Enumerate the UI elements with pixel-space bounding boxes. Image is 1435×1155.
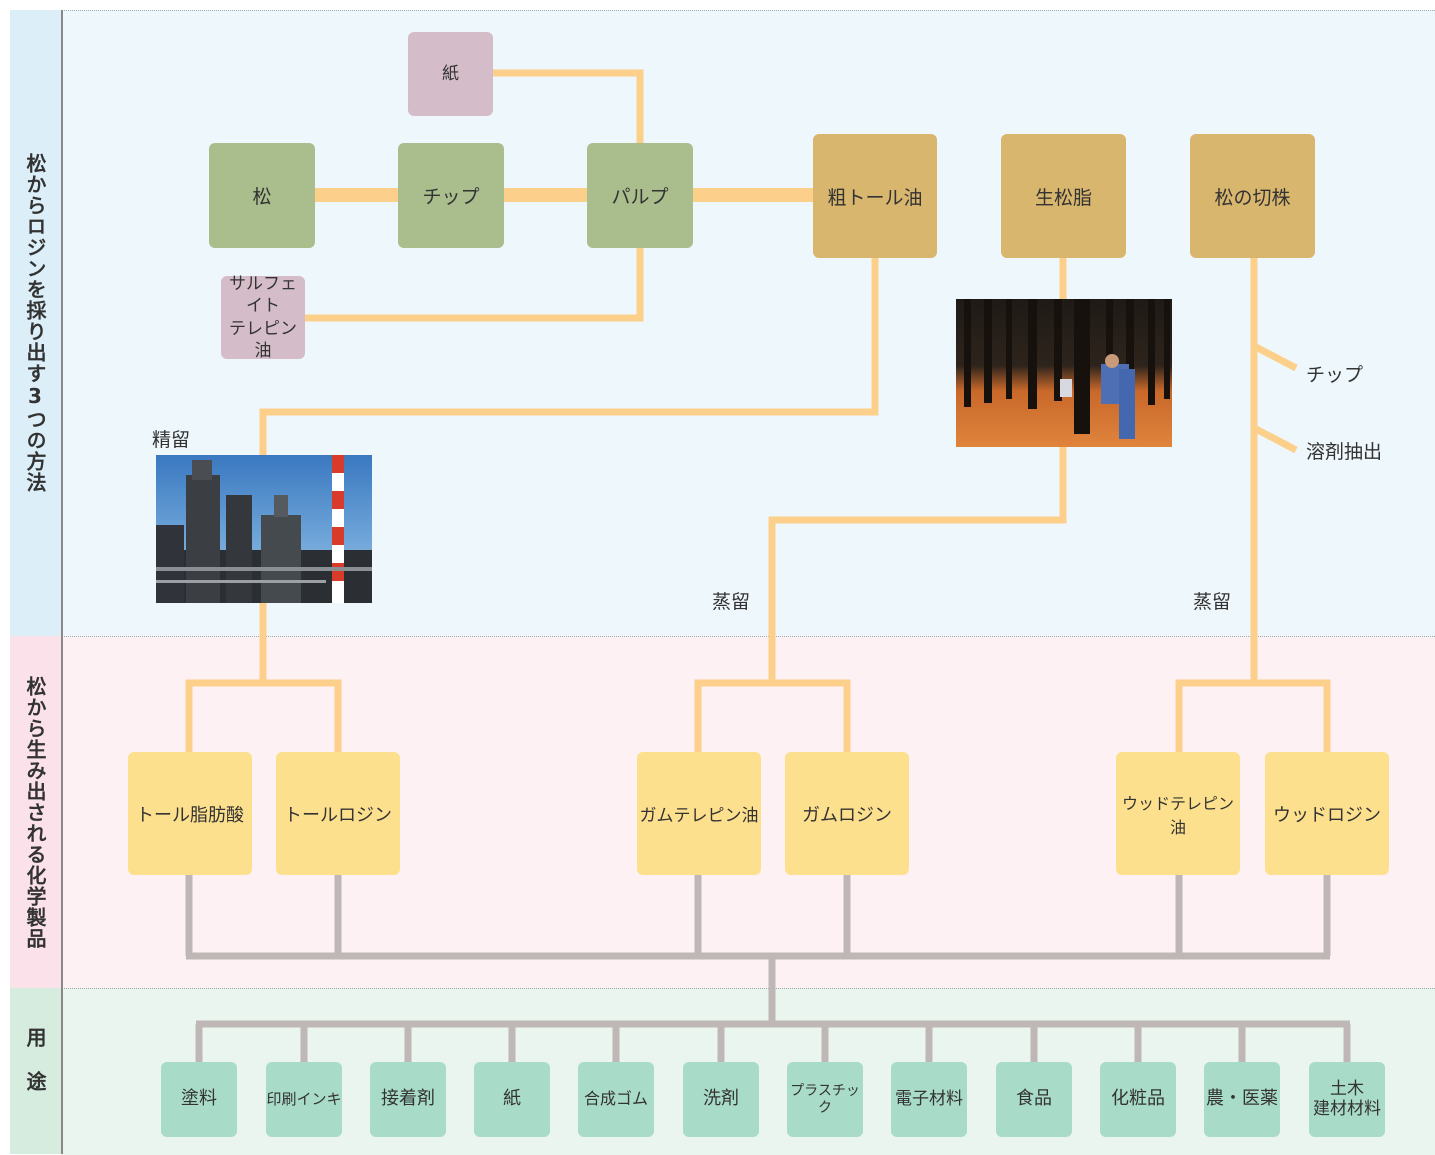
use-detergent: 洗剤 — [683, 1062, 759, 1137]
use-food: 食品 — [996, 1062, 1072, 1137]
box-sulfite-turpentine: サルフェイト テレピン油 — [221, 274, 305, 361]
use-civil-building-materials: 土木 建材材料 — [1309, 1062, 1385, 1137]
section-title-methods: 松からロジンを採り出す3つの方法 — [23, 153, 47, 493]
pine-forest-tapping-photo — [956, 299, 1172, 447]
box-pine: 松 — [209, 143, 315, 248]
section-title-uses: 用途 — [23, 1027, 47, 1115]
label-refining: 精留 — [152, 429, 191, 451]
section-label-uses: 用途 — [10, 988, 63, 1154]
section-label-methods: 松からロジンを採り出す3つの方法 — [10, 10, 63, 636]
label-solvent-extraction: 溶剤抽出 — [1306, 441, 1383, 463]
label-distill-gum: 蒸留 — [712, 591, 751, 613]
use-printing-ink: 印刷インキ — [266, 1062, 342, 1137]
use-agro-pharma: 農・医薬 — [1204, 1062, 1280, 1137]
use-paint: 塗料 — [161, 1062, 237, 1137]
label-chip: チップ — [1306, 364, 1364, 386]
use-plastic: プラスチック — [787, 1062, 863, 1137]
box-raw-resin: 生松脂 — [1001, 134, 1126, 258]
flow-lines — [185, 69, 1331, 755]
box-crude-tall-oil: 粗トール油 — [813, 134, 937, 258]
product-tall-fatty-acid: トール脂肪酸 — [128, 752, 252, 875]
use-adhesive: 接着剤 — [370, 1062, 446, 1137]
label-distill-wood: 蒸留 — [1193, 591, 1232, 613]
pulp-sulfite-line — [304, 247, 644, 322]
product-gum-rosin: ガムロジン — [785, 752, 909, 875]
box-pulp: パルプ — [587, 143, 693, 248]
box-pine-stump: 松の切株 — [1190, 134, 1315, 258]
use-cosmetics: 化粧品 — [1100, 1062, 1176, 1137]
product-wood-turpentine: ウッドテレピン油 — [1116, 752, 1240, 875]
chip-branch-line — [1252, 342, 1298, 372]
solvent-branch-line — [1252, 424, 1298, 454]
gum-line — [768, 446, 1067, 683]
product-tall-rosin: トールロジン — [276, 752, 400, 875]
tall-oil-line — [259, 257, 879, 456]
section-title-products: 松から生み出される化学製品 — [23, 675, 47, 949]
gum-split-line — [694, 679, 851, 755]
use-lines — [185, 874, 1351, 1062]
paper-pulp-line — [492, 69, 644, 145]
use-synthetic-rubber: 合成ゴム — [578, 1062, 654, 1137]
use-electronic-materials: 電子材料 — [891, 1062, 967, 1137]
refinery-photo — [156, 455, 372, 603]
wood-split-line — [1175, 679, 1331, 755]
tall-split-line — [185, 679, 342, 755]
box-paper: 紙 — [408, 32, 493, 116]
box-chip: チップ — [398, 143, 504, 248]
product-gum-turpentine: ガムテレピン油 — [637, 752, 761, 875]
section-label-products: 松から生み出される化学製品 — [10, 636, 63, 988]
use-paper: 紙 — [474, 1062, 550, 1137]
product-wood-rosin: ウッドロジン — [1265, 752, 1389, 875]
